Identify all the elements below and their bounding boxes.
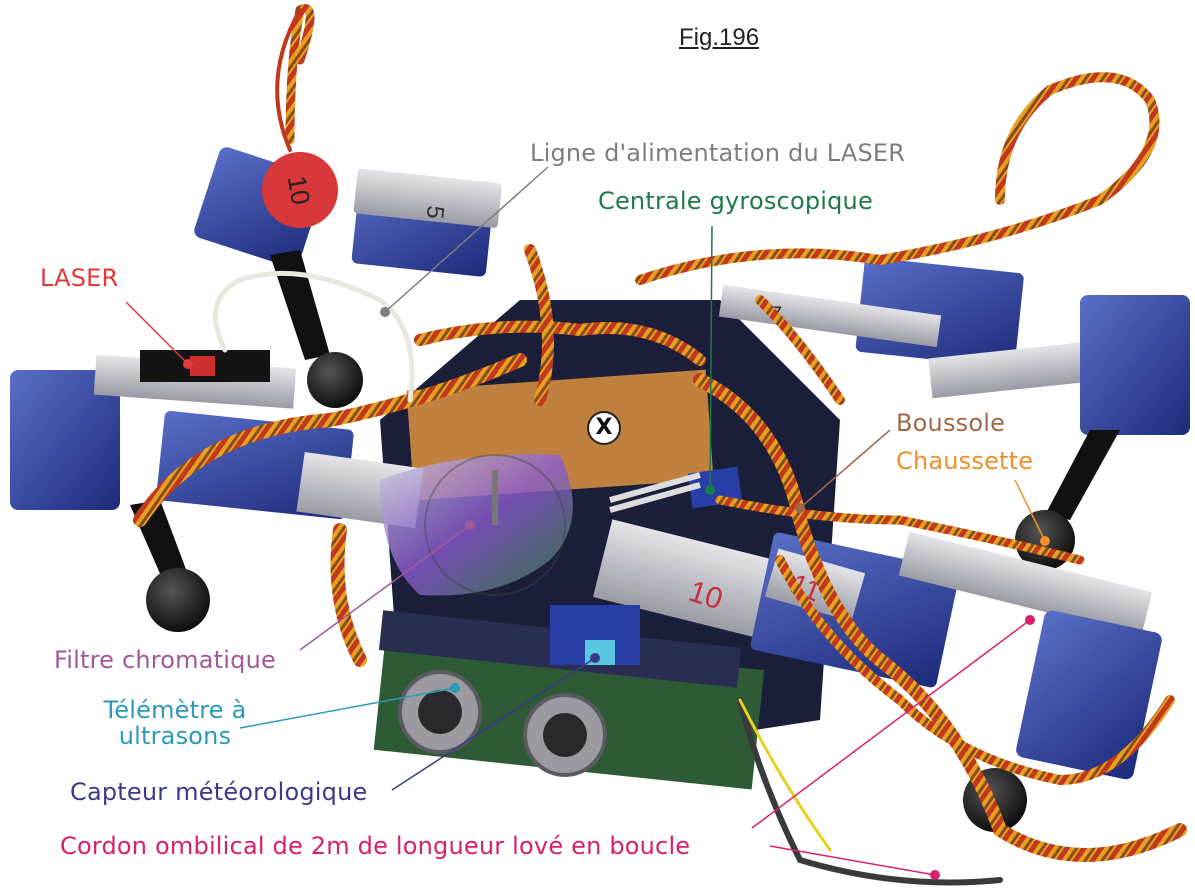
label-compass: Boussole bbox=[896, 409, 1006, 437]
label-color-filter: Filtre chromatique bbox=[54, 646, 276, 674]
servo-5: 5 bbox=[351, 168, 502, 277]
servo-10-top: 10 bbox=[194, 147, 338, 268]
upper-foot bbox=[270, 250, 363, 408]
center-marker: X bbox=[587, 411, 621, 445]
label-laser-power-line: Ligne d'alimentation du LASER bbox=[530, 139, 906, 167]
servo-number-label: 10 bbox=[282, 173, 317, 207]
label-rangefinder-line2: ultrasons bbox=[118, 722, 232, 750]
label-sock: Chaussette bbox=[896, 447, 1034, 475]
ultrasonic-rangefinder bbox=[398, 670, 607, 777]
laser-module bbox=[140, 350, 270, 382]
label-gyroscope: Centrale gyroscopique bbox=[598, 187, 873, 215]
wire-bundles bbox=[133, 4, 1187, 886]
label-laser: LASER bbox=[40, 264, 119, 292]
color-filter-disk bbox=[380, 454, 573, 596]
servo-10-front: 10 bbox=[592, 519, 788, 641]
servo-7: 7 bbox=[718, 257, 1092, 399]
figure-title: Fig.196 bbox=[679, 24, 760, 51]
label-umbilical-cord: Cordon ombilical de 2m de longueur lové … bbox=[60, 832, 691, 860]
callout-lines bbox=[125, 166, 1050, 880]
label-rangefinder-line1: Télémètre à bbox=[103, 696, 247, 724]
servo-number-label: 5 bbox=[421, 204, 449, 220]
servo-right-leg bbox=[1015, 295, 1190, 570]
label-weather-sensor: Capteur météorologique bbox=[70, 778, 368, 806]
label-rangefinder: Télémètre à ultrasons bbox=[80, 697, 270, 749]
